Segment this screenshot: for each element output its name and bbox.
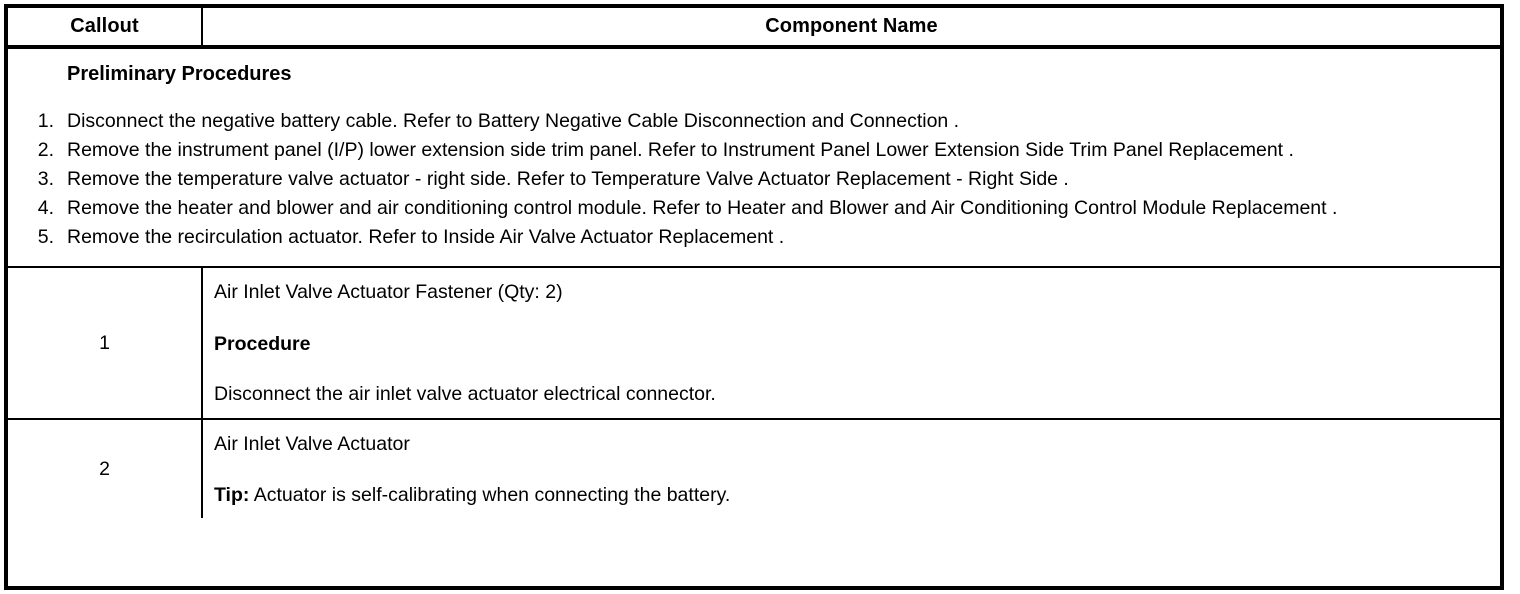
list-item-number: 2. [37,138,54,161]
list-item-number: 4. [37,196,54,219]
spacer [214,306,1490,332]
list-item-text: Remove the instrument panel (I/P) lower … [67,138,1294,161]
preliminary-procedures-list: 1. Disconnect the negative battery cable.… [8,108,1490,251]
preliminary-procedures-content: Preliminary Procedures 1. Disconnect the … [8,49,1500,266]
procedure-detail: Disconnect the air inlet valve actuator … [214,383,716,406]
list-item-text: Remove the recirculation actuator. Refer… [67,225,785,248]
list-item: 4. Remove the heater and blower and air c… [8,195,1490,223]
procedure-heading: Procedure [214,332,311,355]
list-item-text: Remove the heater and blower and air con… [67,196,1338,219]
component-title: Air Inlet Valve Actuator Fastener (Qty: … [214,281,563,304]
list-item-text: Remove the temperature valve actuator - … [67,167,1069,190]
list-item: 3. Remove the temperature valve actuator … [8,166,1490,194]
component-description-cell: Air Inlet Valve Actuator Fastener (Qty: … [203,268,1500,418]
component-title: Air Inlet Valve Actuator [214,433,410,456]
service-procedure-table: Callout Component Name Preliminary Proce… [4,4,1504,590]
preliminary-procedures-row: Preliminary Procedures 1. Disconnect the … [8,49,1500,269]
tip-label: Tip: [214,483,250,506]
table-row: 1 Air Inlet Valve Actuator Fastener (Qty… [8,268,1500,421]
header-cell-callout: Callout [8,8,203,45]
list-item: 1. Disconnect the negative battery cable.… [8,108,1490,136]
list-item-number: 1. [37,110,54,132]
list-item-number: 3. [37,167,54,190]
spacer [214,458,1490,483]
callout-number-cell: 1 [8,268,203,419]
spacer [214,357,1490,382]
header-cell-component-name: Component Name [765,15,938,37]
table-row: 2 Air Inlet Valve Actuator Tip: Actuator… [8,420,1500,519]
preliminary-procedures-title: Preliminary Procedures [67,63,292,85]
table-header-row: Callout Component Name [8,8,1500,49]
list-item: 5. Remove the recirculation actuator. Ref… [8,224,1490,252]
list-item: 2. Remove the instrument panel (I/P) lowe… [8,137,1490,165]
tip-text: Actuator is self-calibrating when connec… [249,483,731,506]
spacer [8,252,1490,258]
component-tip: Tip: Actuator is self-calibrating when c… [214,483,1490,508]
list-item-number: 5. [37,225,54,248]
list-item-text: Disconnect the negative battery cable. R… [67,110,960,132]
component-description-cell: Air Inlet Valve Actuator Tip: Actuator i… [203,420,1500,518]
callout-number-cell: 2 [8,420,203,519]
